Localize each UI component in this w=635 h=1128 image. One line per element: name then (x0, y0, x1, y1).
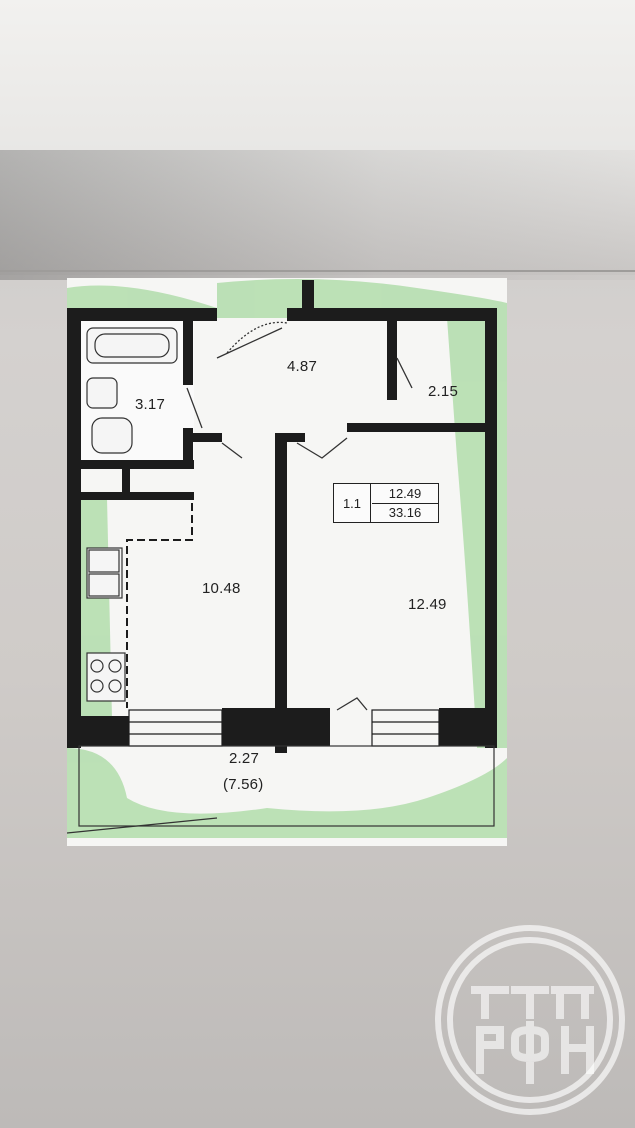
total-area-value: 33.16 (388, 505, 422, 520)
area-balcony-total: (7.56) (223, 776, 264, 793)
apartment-label-box: 1.1 12.49 33.16 (333, 483, 439, 523)
area-bathroom: 3.17 (135, 396, 165, 413)
apartment-number: 1.1 (334, 484, 371, 522)
area-hall: 4.87 (287, 358, 317, 375)
floor-plan (66, 279, 507, 838)
kitchen-counter (126, 503, 193, 708)
living-area-value: 12.49 (372, 484, 438, 504)
toilet-icon (91, 417, 133, 454)
seal-icon (435, 925, 625, 1115)
paper-sheet-top (0, 0, 635, 275)
walls (67, 280, 497, 753)
paper-edge (0, 270, 635, 272)
fixtures (86, 327, 178, 702)
area-closet: 2.15 (428, 383, 458, 400)
doors (186, 321, 413, 711)
area-living: 12.49 (408, 596, 447, 613)
shadow (0, 150, 635, 280)
balcony-outline (66, 745, 495, 834)
stove-icon (86, 652, 126, 702)
floor-plan-sheet: 4.87 3.17 2.15 10.48 12.49 2.27 (7.56) 1… (66, 278, 507, 846)
area-balcony: 2.27 (229, 750, 259, 767)
area-kitchen: 10.48 (202, 580, 241, 597)
sink-icon (86, 377, 118, 409)
